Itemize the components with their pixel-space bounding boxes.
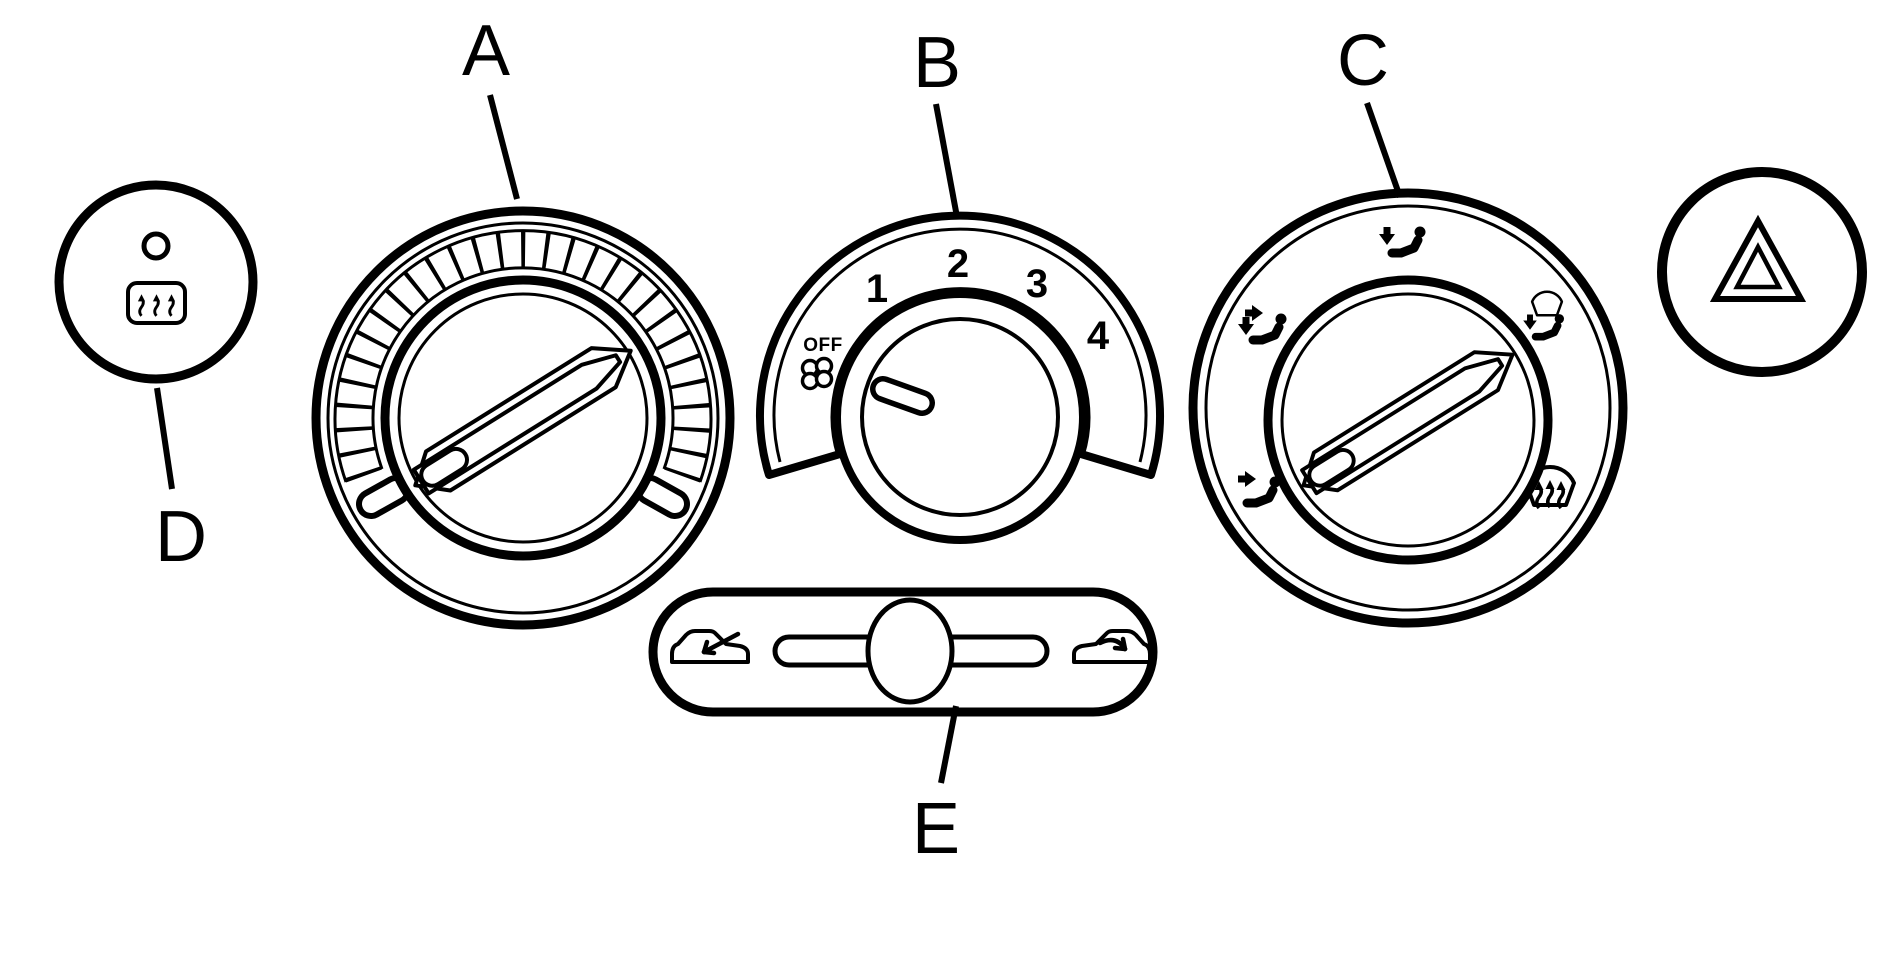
leader-line-e bbox=[938, 705, 959, 784]
fan-blades-icon bbox=[800, 356, 834, 391]
temperature-knob[interactable] bbox=[311, 206, 735, 630]
fan-speed-4: 4 bbox=[1087, 314, 1110, 358]
rear-window-defrost-icon bbox=[126, 281, 187, 325]
fan-knob[interactable] bbox=[833, 290, 1087, 544]
hazard-triangle-icon bbox=[1709, 214, 1807, 302]
temperature-knob-handle[interactable] bbox=[403, 331, 643, 505]
air-intake-slider[interactable] bbox=[648, 587, 1158, 717]
temperature-scale-ticks bbox=[333, 229, 713, 519]
leader-line-a bbox=[487, 94, 520, 200]
callout-label-b: B bbox=[913, 23, 961, 103]
fan-knob-pointer bbox=[870, 376, 935, 416]
hazard-button[interactable] bbox=[1657, 167, 1867, 377]
fan-off-label: OFF bbox=[803, 335, 843, 356]
fan-speed-2: 2 bbox=[947, 242, 969, 286]
callout-label-d: D bbox=[155, 497, 207, 577]
fan-speed-3: 3 bbox=[1026, 262, 1048, 306]
callout-label-e: E bbox=[912, 789, 960, 869]
callout-label-c: C bbox=[1337, 21, 1389, 101]
mode-knob-handle[interactable] bbox=[1292, 336, 1525, 504]
fan-speed-dial[interactable]: OFF 1 2 3 4 bbox=[756, 211, 1164, 544]
leader-line-b bbox=[933, 103, 960, 218]
leader-line-d bbox=[154, 387, 175, 490]
callout-label-a: A bbox=[462, 11, 510, 91]
leader-line-c bbox=[1364, 102, 1403, 198]
fresh-air-icon bbox=[670, 629, 750, 664]
mode-knob[interactable] bbox=[1188, 188, 1628, 628]
fan-speed-1: 1 bbox=[866, 267, 888, 311]
slider-knob[interactable] bbox=[865, 597, 955, 705]
indicator-lamp-icon bbox=[141, 231, 171, 261]
recirculation-icon bbox=[1072, 629, 1152, 664]
rear-defrost-button[interactable] bbox=[54, 180, 258, 384]
